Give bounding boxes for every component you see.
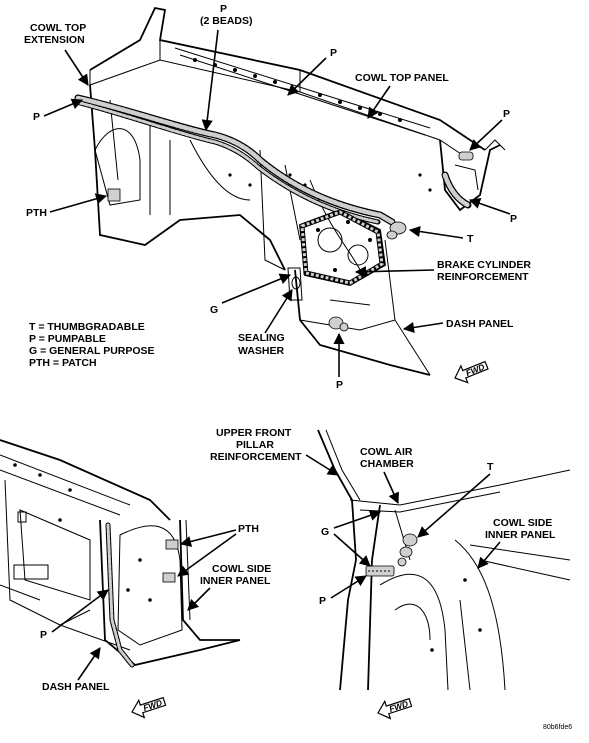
fwd-label-top: FWD: [464, 362, 486, 379]
label-t-bottom-right: T: [487, 461, 494, 473]
label-upper-front-2: PILLAR: [236, 439, 274, 451]
thumbgradable-sealer-top: [386, 221, 407, 240]
label-brake-cylinder-2: REINFORCEMENT: [437, 271, 529, 283]
label-cowl-top-panel: COWL TOP PANEL: [355, 72, 449, 84]
bottom-left-drawing: [0, 439, 241, 668]
figure-id: 80b6fde6: [543, 724, 572, 731]
label-p-bottom: P: [336, 379, 343, 391]
fwd-label-bottom-right: FWD: [388, 699, 410, 714]
legend-pth: PTH = PATCH: [29, 357, 97, 369]
sealer-bead-cowl-top: [74, 94, 396, 226]
label-p-2beads-2: (2 BEADS): [200, 15, 253, 27]
label-upper-front-1: UPPER FRONT: [216, 427, 292, 439]
label-p-right: P: [510, 213, 517, 225]
label-cowl-top-extension-2: EXTENSION: [24, 34, 85, 46]
label-g-bottom-right: G: [321, 526, 329, 538]
top-view-labels: COWL TOP EXTENSION P (2 BEADS) P COWL TO…: [24, 3, 531, 391]
label-pth-bottom-left: PTH: [238, 523, 259, 535]
sealer-bead-brake-reinforcement: [299, 209, 385, 286]
label-cowl-side-1-left: COWL SIDE: [212, 563, 271, 575]
legend: T = THUMBGRADABLE P = PUMPABLE G = GENER…: [29, 321, 155, 369]
sealer-bead-right-side: [441, 151, 474, 209]
label-p-left: P: [33, 111, 40, 123]
label-sealing-washer-2: WASHER: [238, 345, 285, 357]
label-cowl-air-1: COWL AIR: [360, 446, 413, 458]
label-p-right-top: P: [503, 108, 510, 120]
legend-p: P = PUMPABLE: [29, 333, 106, 345]
fwd-arrow-top: FWD: [454, 360, 489, 384]
label-p-top: P: [330, 47, 337, 59]
bottom-right-labels: UPPER FRONT PILLAR REINFORCEMENT COWL AI…: [210, 427, 556, 607]
top-view-drawing: [74, 6, 506, 376]
patch-sealer-top: [107, 188, 121, 202]
bottom-right-holes: [430, 578, 482, 652]
patch-bottom-left-2: [162, 572, 176, 583]
label-brake-cylinder-1: BRAKE CYLINDER: [437, 259, 531, 271]
label-sealing-washer-1: SEALING: [238, 332, 285, 344]
label-p-bottom-left: P: [40, 629, 47, 641]
patch-bottom-left-1: [165, 539, 179, 550]
legend-g: G = GENERAL PURPOSE: [29, 345, 155, 357]
label-upper-front-3: REINFORCEMENT: [210, 451, 302, 463]
bottom-left-holes: [13, 463, 152, 602]
label-pth-top: PTH: [26, 207, 47, 219]
fwd-arrow-bottom-right: FWD: [377, 697, 413, 720]
pumpable-sealer-bottom: [328, 316, 349, 332]
label-cowl-air-2: CHAMBER: [360, 458, 414, 470]
bottom-left-labels: PTH COWL SIDE INNER PANEL P DASH PANEL: [40, 523, 271, 693]
label-dash-panel-bottom-left: DASH PANEL: [42, 681, 110, 693]
bottom-right-drawing: [317, 429, 571, 691]
label-p-bottom-right: P: [319, 595, 326, 607]
legend-t: T = THUMBGRADABLE: [29, 321, 145, 333]
label-cowl-side-2-right: INNER PANEL: [485, 529, 556, 541]
label-p-2beads-1: P: [220, 3, 227, 15]
fwd-label-bottom-left: FWD: [142, 698, 164, 713]
label-t-top: T: [467, 233, 474, 245]
label-cowl-side-2-left: INNER PANEL: [200, 575, 271, 587]
fwd-arrow-bottom-left: FWD: [131, 696, 167, 719]
thumbgradable-sealer-bottom-right: [397, 533, 418, 567]
label-cowl-side-1-right: COWL SIDE: [493, 517, 552, 529]
cowl-top-holes: [193, 58, 402, 122]
label-dash-panel-top: DASH PANEL: [446, 318, 514, 330]
label-cowl-top-extension-1: COWL TOP: [30, 22, 86, 34]
label-g-top: G: [210, 304, 218, 316]
